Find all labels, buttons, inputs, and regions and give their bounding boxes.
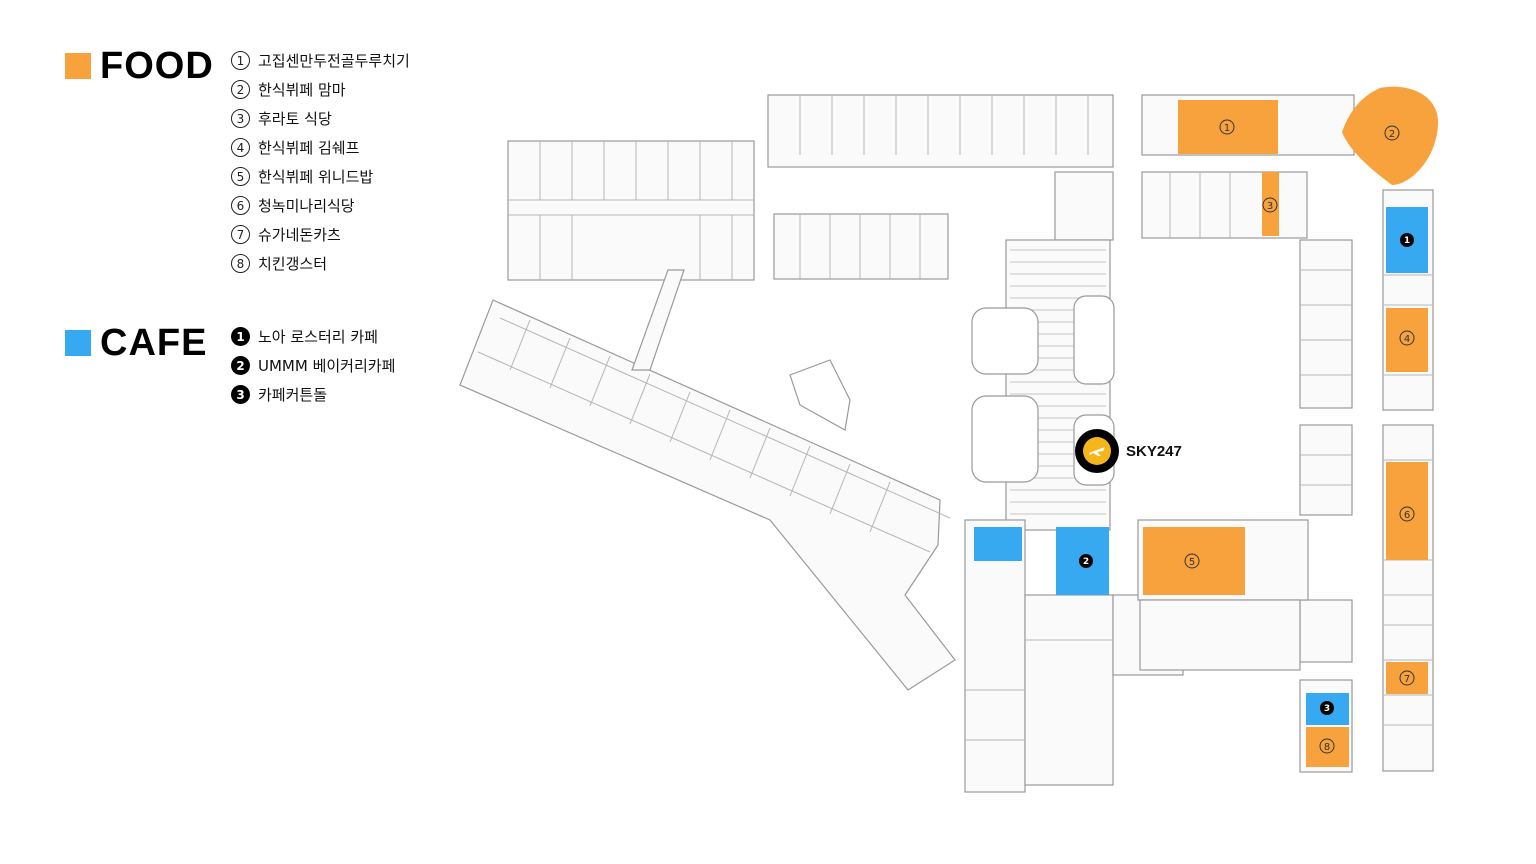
food-markers: 1 2 3 4 5 6 7 8	[1184, 119, 1415, 754]
food-item-1: 1 고집센만두전골두루치기	[231, 46, 410, 75]
cafe-marker-3: 3	[1320, 701, 1334, 715]
food-number-badge: 1	[231, 51, 250, 70]
food-marker-4: 4	[1399, 330, 1415, 346]
food-marker-5: 5	[1184, 553, 1200, 569]
cafe-item-2: 2 UMMM 베이커리카페	[231, 351, 395, 380]
food-list: 1 고집센만두전골두루치기 2 한식뷔페 맘마 3 후라토 식당 4 한식뷔페 김쉐프 5 한식뷔…	[231, 46, 410, 278]
cafe-list: 1 노아 로스터리 카페 2 UMMM 베이커리카페 3 카페커튼돌	[231, 322, 395, 409]
sky247-landmark	[1075, 429, 1119, 473]
cafe-number-badge: 2	[231, 356, 250, 375]
food-area-6	[1386, 462, 1428, 560]
food-number-badge: 4	[231, 138, 250, 157]
food-number-badge: 7	[231, 225, 250, 244]
food-number-badge: 2	[231, 80, 250, 99]
food-item-8: 8 치킨갱스터	[231, 249, 410, 278]
svg-text:1: 1	[1224, 123, 1230, 134]
cafe-area-extra	[974, 527, 1022, 561]
cafe-item-1: 1 노아 로스터리 카페	[231, 322, 395, 351]
food-area-7	[1386, 662, 1428, 694]
food-item-3: 3 후라토 식당	[231, 104, 410, 133]
food-legend-title: FOOD	[100, 45, 214, 87]
food-item-label: 치킨갱스터	[258, 255, 328, 273]
cafe-color-swatch	[65, 330, 91, 356]
svg-text:3: 3	[1324, 704, 1330, 714]
food-area-3	[1262, 172, 1279, 236]
food-item-6: 6 청녹미나리식당	[231, 191, 410, 220]
cafe-number-badge: 1	[231, 327, 250, 346]
food-item-label: 청녹미나리식당	[258, 197, 355, 215]
food-item-5: 5 한식뷔페 위니드밥	[231, 162, 410, 191]
food-area-8	[1306, 727, 1349, 767]
food-marker-3: 3	[1262, 197, 1278, 213]
food-item-label: 한식뷔페 위니드밥	[258, 168, 374, 186]
svg-text:4: 4	[1404, 334, 1410, 345]
food-marker-1: 1	[1219, 119, 1235, 135]
food-item-label: 슈가네돈카츠	[258, 226, 341, 244]
food-area-4	[1386, 308, 1428, 372]
food-area-1	[1178, 100, 1278, 154]
cafe-item-label: 노아 로스터리 카페	[258, 328, 378, 346]
cafe-item-3: 3 카페커튼돌	[231, 380, 395, 409]
svg-text:3: 3	[1267, 201, 1273, 212]
room-grid	[477, 95, 1433, 741]
cafe-number-badge: 3	[231, 385, 250, 404]
svg-text:2: 2	[1389, 129, 1395, 140]
cafe-item-label: UMMM 베이커리카페	[258, 357, 396, 375]
food-item-label: 한식뷔페 김쉐프	[258, 139, 360, 157]
food-item-label: 고집센만두전골두루치기	[258, 52, 410, 70]
svg-text:2: 2	[1083, 557, 1089, 567]
svg-text:8: 8	[1324, 742, 1330, 753]
cafe-legend-title: CAFE	[100, 322, 208, 364]
svg-text:6: 6	[1404, 510, 1410, 521]
svg-text:7: 7	[1404, 674, 1410, 685]
plane-icon	[1089, 447, 1105, 456]
food-item-label: 한식뷔페 맘마	[258, 81, 346, 99]
diagonal-wing	[459, 269, 956, 691]
food-number-badge: 8	[231, 254, 250, 273]
food-marker-6: 6	[1399, 506, 1415, 522]
cafe-markers: 1 2 3	[1079, 233, 1414, 715]
food-area-2	[1342, 86, 1439, 185]
central-stairs	[1010, 249, 1106, 515]
cafe-marker-1: 1	[1400, 233, 1414, 247]
food-marker-7: 7	[1399, 670, 1415, 686]
food-number-badge: 3	[231, 109, 250, 128]
food-item-4: 4 한식뷔페 김쉐프	[231, 133, 410, 162]
food-marker-8: 8	[1319, 738, 1335, 754]
cafe-item-label: 카페커튼돌	[258, 386, 328, 404]
food-item-7: 7 슈가네돈카츠	[231, 220, 410, 249]
food-number-badge: 5	[231, 167, 250, 186]
food-color-swatch	[65, 53, 91, 79]
svg-text:5: 5	[1189, 557, 1195, 568]
food-number-badge: 6	[231, 196, 250, 215]
food-area-5	[1143, 527, 1245, 595]
food-item-label: 후라토 식당	[258, 110, 332, 128]
cafe-marker-2: 2	[1079, 554, 1093, 568]
sky247-label: SKY247	[1126, 443, 1182, 460]
food-marker-2: 2	[1384, 125, 1400, 141]
food-areas	[1143, 86, 1439, 767]
svg-text:1: 1	[1404, 236, 1410, 246]
food-item-2: 2 한식뷔페 맘마	[231, 75, 410, 104]
